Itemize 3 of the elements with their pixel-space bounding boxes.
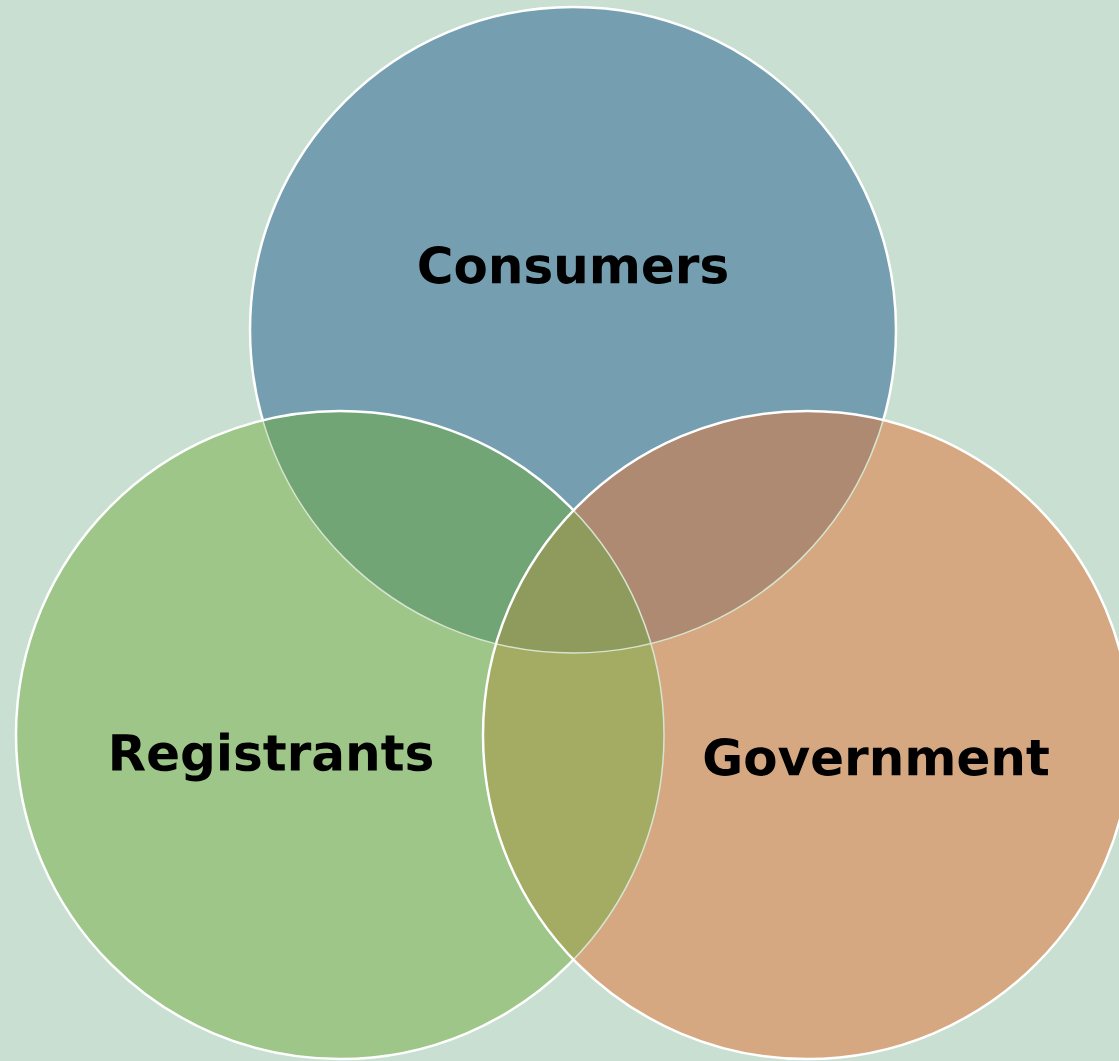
circle-label: Consumers <box>419 246 727 284</box>
circle-label: Government <box>704 738 1049 776</box>
circle-label: Registrants <box>112 732 432 782</box>
